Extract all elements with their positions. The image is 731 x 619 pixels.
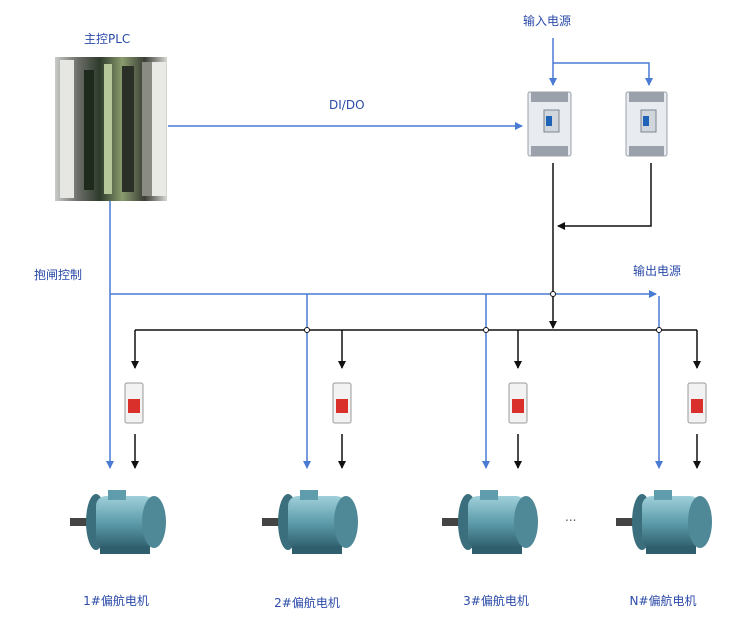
breaker-main-2 <box>625 91 668 157</box>
motor-label-2: 2#偏航电机 <box>274 596 340 610</box>
branch-breaker-1 <box>124 382 144 424</box>
brake-control-label: 抱闸控制 <box>34 268 83 282</box>
branch-breaker-4 <box>687 382 707 424</box>
plc-cabinet-image <box>55 57 167 201</box>
motor-n-image <box>616 490 712 554</box>
dido-label: DI/DO <box>329 98 365 112</box>
motor-1-image <box>70 490 166 554</box>
crossing-dots <box>304 291 662 333</box>
motor-2-image <box>262 490 358 554</box>
ellipsis-label: ... <box>565 510 577 524</box>
motor-3-image <box>442 490 538 554</box>
branch-breaker-2 <box>332 382 352 424</box>
input-power-label: 输入电源 <box>523 14 572 28</box>
motor-label-n: N#偏航电机 <box>629 594 697 608</box>
black-wiring <box>131 163 701 469</box>
output-power-label: 输出电源 <box>633 264 682 278</box>
motor-label-3: 3#偏航电机 <box>463 594 529 608</box>
blue-wiring <box>106 38 663 469</box>
motor-label-1: 1#偏航电机 <box>83 594 149 608</box>
breaker-main-1 <box>527 91 572 157</box>
branch-breaker-3 <box>508 382 528 424</box>
plc-label: 主控PLC <box>84 32 131 46</box>
